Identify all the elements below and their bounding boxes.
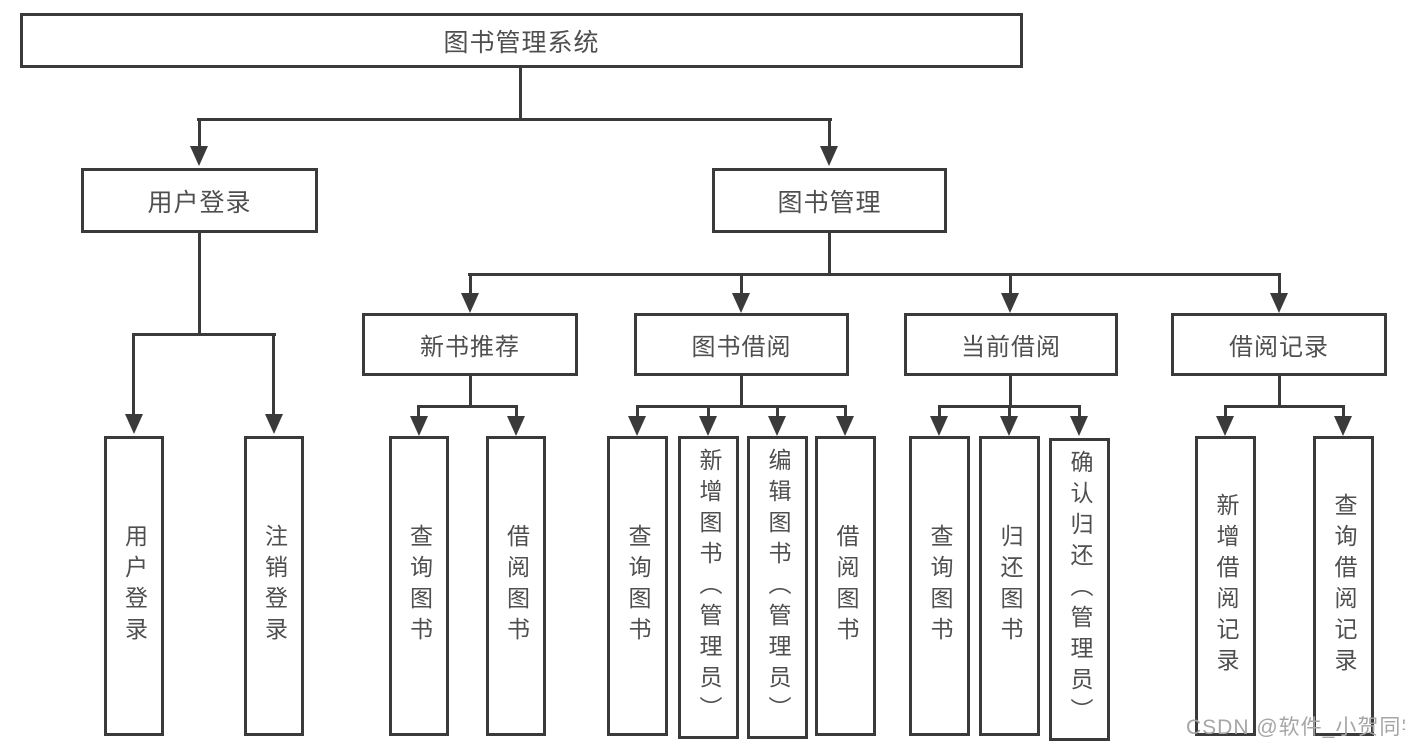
connector-arrowhead bbox=[410, 416, 428, 436]
connector-drop-line bbox=[828, 118, 831, 148]
node-book-management: 图书管理 bbox=[712, 168, 947, 233]
leaf-label: 查询图书 bbox=[927, 524, 953, 648]
leaf-query-borrow-record: 查询借阅记录 bbox=[1313, 436, 1374, 736]
leaf-user-login: 用户登录 bbox=[104, 436, 164, 736]
connector-drop-line bbox=[740, 273, 743, 295]
connector-arrowhead bbox=[628, 416, 646, 436]
leaf-confirm-return-admin: 确认归还（管理员） bbox=[1049, 438, 1110, 741]
connector-arrowhead bbox=[125, 414, 143, 434]
connector-drop-line bbox=[272, 333, 275, 415]
connector-drop-line bbox=[1009, 273, 1012, 295]
connector-root-stem bbox=[519, 66, 522, 120]
connector-newbook-stem bbox=[469, 376, 472, 407]
leaf-label: 确认归还（管理员） bbox=[1067, 450, 1093, 729]
leaf-add-borrow-record: 新增借阅记录 bbox=[1195, 436, 1256, 736]
connector-drop-line bbox=[636, 405, 639, 418]
node-label: 图书管理系统 bbox=[443, 28, 600, 57]
leaf-borrow-books-recommend: 借阅图书 bbox=[486, 436, 546, 736]
leaf-query-books-recommend: 查询图书 bbox=[389, 436, 449, 736]
leaf-label: 借阅图书 bbox=[833, 524, 859, 648]
leaf-label: 归还图书 bbox=[997, 524, 1023, 648]
connector-borrowing-branch bbox=[636, 405, 847, 408]
connector-newbook-branch bbox=[417, 405, 518, 408]
connector-bookmgmt-stem bbox=[828, 233, 831, 275]
connector-drop-line bbox=[469, 273, 472, 295]
connector-arrowhead bbox=[1334, 416, 1352, 436]
connector-userlogin-stem bbox=[198, 233, 201, 335]
leaf-edit-books-admin: 编辑图书（管理员） bbox=[747, 436, 808, 739]
leaf-borrow-books-borrowing: 借阅图书 bbox=[815, 436, 876, 736]
leaf-label: 查询图书 bbox=[625, 524, 651, 648]
connector-arrowhead bbox=[1216, 416, 1234, 436]
connector-arrowhead bbox=[1001, 293, 1019, 313]
leaf-query-books-borrowing: 查询图书 bbox=[607, 436, 668, 736]
connector-records-branch bbox=[1224, 405, 1345, 408]
leaf-label: 编辑图书（管理员） bbox=[765, 448, 791, 727]
node-book-borrowing: 图书借阅 bbox=[634, 313, 849, 376]
connector-arrowhead bbox=[265, 414, 283, 434]
connector-current-stem bbox=[1009, 376, 1012, 407]
leaf-label: 查询借阅记录 bbox=[1331, 493, 1357, 679]
leaf-return-books: 归还图书 bbox=[979, 436, 1040, 736]
leaf-add-books-admin: 新增图书（管理员） bbox=[678, 436, 739, 739]
leaf-label: 用户登录 bbox=[121, 524, 148, 648]
connector-drop-line bbox=[1224, 405, 1227, 418]
connector-drop-line bbox=[1008, 405, 1011, 418]
node-label: 借阅记录 bbox=[1229, 334, 1329, 361]
connector-arrowhead bbox=[1270, 293, 1288, 313]
node-user-login: 用户登录 bbox=[81, 168, 318, 233]
connector-arrowhead bbox=[461, 293, 479, 313]
node-label: 图书管理 bbox=[777, 188, 882, 217]
connector-drop-line bbox=[417, 405, 420, 418]
connector-drop-line bbox=[938, 405, 941, 418]
connector-arrowhead bbox=[699, 416, 717, 436]
connector-drop-line bbox=[844, 405, 847, 418]
connector-drop-line bbox=[132, 333, 135, 415]
connector-arrowhead bbox=[1000, 416, 1018, 436]
leaf-label: 查询图书 bbox=[406, 524, 433, 648]
node-current-borrowing: 当前借阅 bbox=[904, 313, 1118, 376]
connector-drop-line bbox=[515, 405, 518, 418]
connector-root-branch bbox=[197, 118, 832, 121]
connector-bookmgmt-branch bbox=[468, 273, 1281, 276]
connector-arrowhead bbox=[190, 146, 208, 166]
connector-arrowhead bbox=[507, 416, 525, 436]
node-new-book-recommend: 新书推荐 bbox=[362, 313, 578, 376]
node-borrowing-records: 借阅记录 bbox=[1171, 313, 1387, 376]
node-library-system: 图书管理系统 bbox=[20, 13, 1023, 68]
connector-arrowhead bbox=[820, 146, 838, 166]
connector-userlogin-branch bbox=[132, 333, 276, 336]
connector-records-stem bbox=[1278, 376, 1281, 407]
connector-drop-line bbox=[776, 405, 779, 418]
node-label: 图书借阅 bbox=[691, 334, 792, 361]
leaf-label: 新增图书（管理员） bbox=[696, 448, 722, 727]
connector-drop-line bbox=[707, 405, 710, 418]
connector-arrowhead bbox=[836, 416, 854, 436]
node-label: 用户登录 bbox=[147, 188, 252, 217]
connector-drop-line bbox=[1078, 405, 1081, 418]
connector-drop-line bbox=[1278, 273, 1281, 295]
node-label: 新书推荐 bbox=[420, 334, 520, 361]
connector-drop-line bbox=[1342, 405, 1345, 418]
connector-arrowhead bbox=[768, 416, 786, 436]
leaf-label: 借阅图书 bbox=[503, 524, 530, 648]
connector-drop-line bbox=[198, 118, 201, 148]
leaf-logout: 注销登录 bbox=[244, 436, 304, 736]
leaf-label: 新增借阅记录 bbox=[1213, 493, 1239, 679]
leaf-label: 注销登录 bbox=[261, 524, 288, 648]
leaf-query-books-current: 查询图书 bbox=[909, 436, 970, 736]
connector-arrowhead bbox=[1070, 416, 1088, 436]
connector-arrowhead bbox=[930, 416, 948, 436]
connector-borrowing-stem bbox=[740, 376, 743, 407]
csdn-watermark: CSDN @软件_小贺同学 bbox=[1186, 716, 1405, 739]
connector-arrowhead bbox=[732, 293, 750, 313]
node-label: 当前借阅 bbox=[961, 334, 1061, 361]
